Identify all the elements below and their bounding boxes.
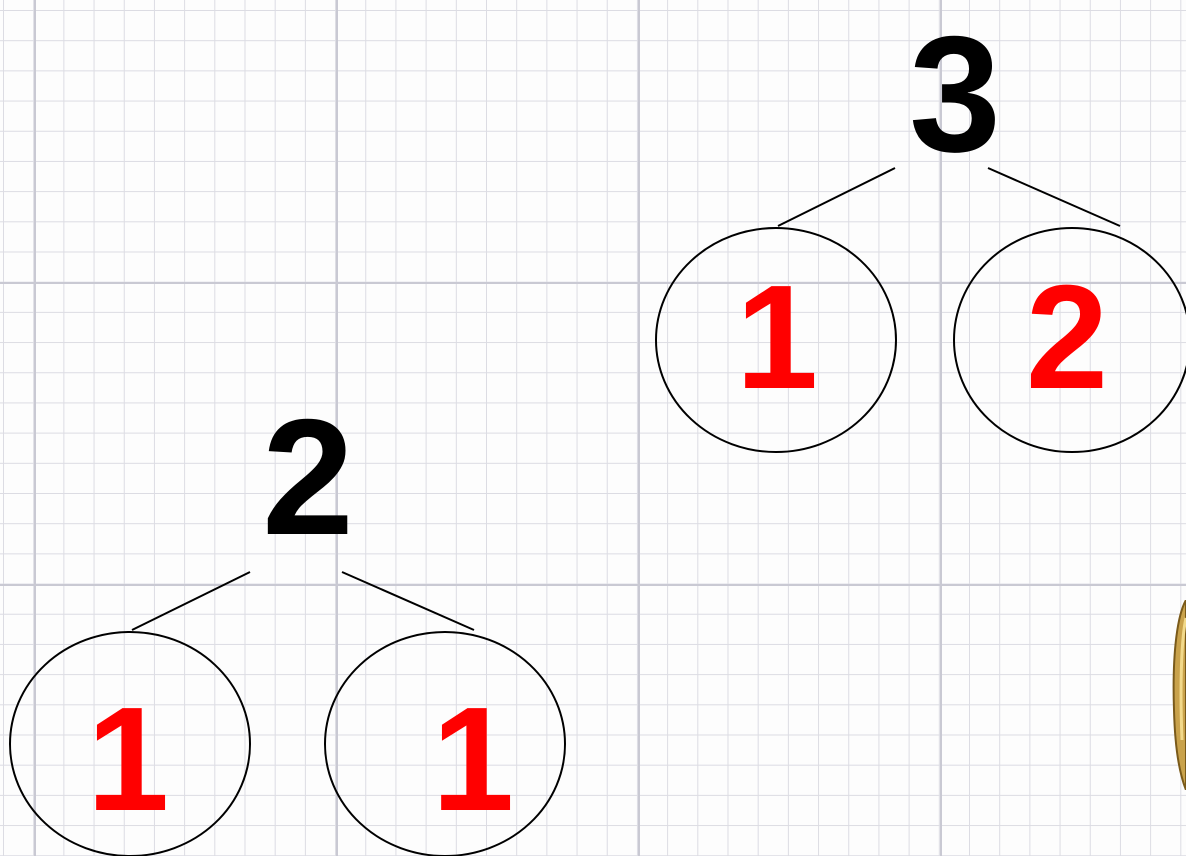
tree-2-right-part-number: 1 xyxy=(418,686,528,834)
decorative-object-edge xyxy=(1172,600,1186,790)
tree-2-whole-number: 2 xyxy=(253,395,363,560)
tree-2-left-part-number: 1 xyxy=(73,686,183,834)
tree-3-right-part-number: 2 xyxy=(1012,264,1122,412)
tree-2-right-branch xyxy=(342,572,474,630)
tree-3-left-branch xyxy=(778,168,895,226)
tree-3-whole-number: 3 xyxy=(900,12,1010,177)
tree-3-left-part-number: 1 xyxy=(722,264,832,412)
tree-2-left-branch xyxy=(132,572,250,630)
